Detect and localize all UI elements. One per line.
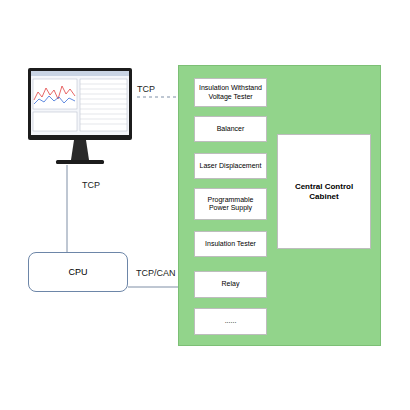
table-rows <box>80 84 127 124</box>
device-box: Relay <box>194 271 267 298</box>
cabinet-title: Central Control Cabinet <box>278 182 370 200</box>
protocol-label: TCP/CAN <box>136 268 176 278</box>
monitor-stand <box>71 140 89 160</box>
device-box: Insulation Tester <box>194 231 267 257</box>
monitor-base <box>56 160 104 164</box>
protocol-label: TCP <box>137 84 155 94</box>
connector-line <box>137 97 178 98</box>
device-box: Laser Displacement <box>194 153 267 179</box>
monitor-node <box>28 68 132 165</box>
device-label: Programmable Power Supply <box>195 196 266 212</box>
monitor-screen <box>31 71 129 135</box>
connector-line <box>128 287 178 288</box>
screen-toolbar <box>31 71 129 76</box>
protocol-label: TCP <box>82 180 100 190</box>
device-label: Insulation Withstand Voltage Tester <box>195 84 266 100</box>
device-label: Relay <box>220 280 242 288</box>
screen-table <box>80 79 127 131</box>
chart-line <box>34 96 75 104</box>
cpu-box: CPU <box>28 252 128 292</box>
connector-line <box>67 165 68 252</box>
central-control-box: Central Control Cabinet <box>277 134 371 249</box>
device-label: ...... <box>223 317 239 325</box>
device-box: Insulation Withstand Voltage Tester <box>194 78 267 107</box>
device-label: Laser Displacement <box>198 162 264 170</box>
device-box: Programmable Power Supply <box>194 188 267 220</box>
cabinet-panel: Insulation Withstand Voltage TesterBalan… <box>178 65 381 346</box>
device-box: Balancer <box>194 116 267 142</box>
device-label: Balancer <box>215 125 247 133</box>
device-label: Insulation Tester <box>203 240 258 248</box>
monitor-bezel <box>28 68 132 140</box>
screen-chart <box>33 79 77 109</box>
device-box: ...... <box>194 308 267 335</box>
screen-panel <box>33 112 77 131</box>
cpu-label: CPU <box>66 267 89 277</box>
